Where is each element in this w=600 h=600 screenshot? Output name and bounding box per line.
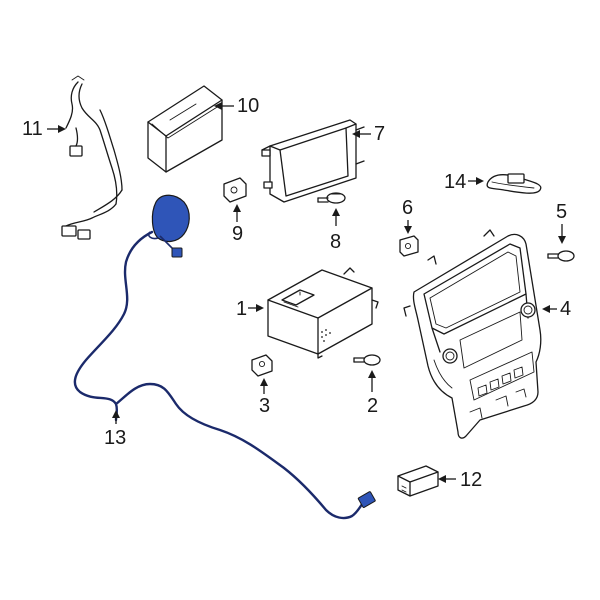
antenna-cable-wire <box>73 230 366 520</box>
callout-9-label: 9 <box>232 223 243 245</box>
callout-8-label: 8 <box>330 231 341 253</box>
part-8-bolt <box>317 192 346 204</box>
callout-4: 4 <box>542 298 571 320</box>
callout-11-label: 11 <box>22 118 43 140</box>
part-12-connector <box>397 465 439 497</box>
callout-2-label: 2 <box>367 395 378 417</box>
callout-4-label: 4 <box>560 298 571 320</box>
callout-13: 13 <box>104 410 126 449</box>
callout-7-label: 7 <box>374 123 385 145</box>
callout-5-label: 5 <box>556 201 567 223</box>
part-3-clip <box>251 354 273 377</box>
part-7-display <box>261 119 365 203</box>
part-10-module <box>147 85 223 173</box>
callout-3-label: 3 <box>259 395 270 417</box>
callout-6: 6 <box>402 197 413 234</box>
part-5-bolt <box>547 250 575 262</box>
callout-12-label: 12 <box>460 469 482 491</box>
part-9-clip <box>223 177 247 203</box>
callout-3: 3 <box>259 378 270 417</box>
callout-1: 1 <box>236 298 264 320</box>
callout-14: 14 <box>444 171 484 193</box>
callout-6-label: 6 <box>402 197 413 219</box>
part-2-bolt <box>353 354 381 366</box>
callout-5: 5 <box>556 201 567 244</box>
callout-7: 7 <box>352 123 385 145</box>
callout-12: 12 <box>438 469 482 491</box>
part-4-bezel <box>403 229 542 439</box>
callout-9: 9 <box>232 204 243 245</box>
callout-11: 11 <box>22 118 66 140</box>
part-6-clip <box>399 235 419 257</box>
callout-10-label: 10 <box>237 95 259 117</box>
part-14-harness <box>486 173 542 194</box>
part-11-harness <box>61 75 123 240</box>
antenna-housing <box>151 194 190 243</box>
vent-holes <box>321 329 331 342</box>
callout-8: 8 <box>330 208 341 253</box>
antenna-connector <box>357 491 376 508</box>
callout-2: 2 <box>367 370 378 417</box>
callout-13-label: 13 <box>104 427 126 449</box>
callout-14-label: 14 <box>444 171 466 193</box>
part-1-main-unit <box>267 267 379 359</box>
callout-1-label: 1 <box>236 298 247 320</box>
part-13-antenna-cable <box>73 194 376 520</box>
callout-10: 10 <box>214 95 259 117</box>
